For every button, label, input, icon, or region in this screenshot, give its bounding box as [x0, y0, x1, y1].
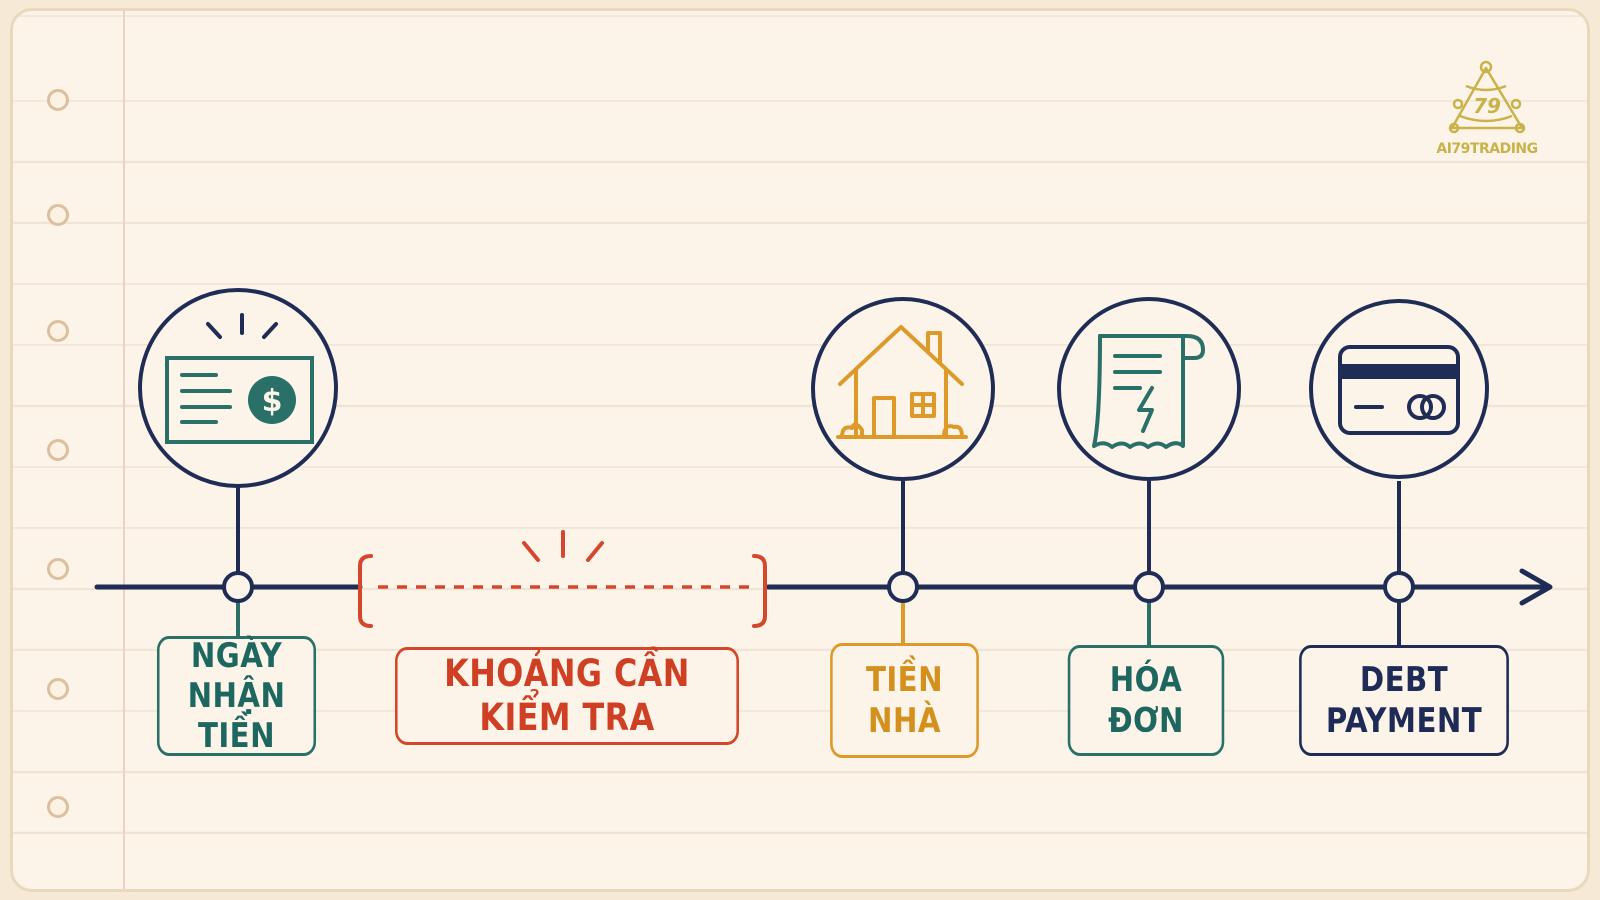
label-rent-line-1: TIỀN [866, 660, 943, 701]
brand-logo: 79 [1448, 60, 1526, 134]
binder-hole [47, 678, 69, 700]
event-bills-marker [1057, 297, 1241, 645]
label-bills-text: HÓA ĐƠN [1108, 660, 1184, 741]
timeline-axis [94, 568, 1553, 606]
svg-text:$: $ [262, 384, 283, 419]
label-bills: HÓA ĐƠN [1067, 645, 1225, 756]
event-rent-marker [811, 297, 995, 643]
label-payday-line-2: NHẬN TIỀN [187, 675, 286, 757]
label-check-window: KHOẢNG CẦN KIỂM TRA [395, 647, 739, 745]
label-payday: NGÀY NHẬN TIỀN [156, 635, 317, 757]
binder-hole [47, 89, 69, 111]
brand-logo-text: AI79TRADING [1436, 141, 1538, 157]
label-payday-line-1: NGÀY [190, 635, 283, 676]
house-icon [836, 325, 968, 439]
event-payday-marker: $ [138, 288, 338, 636]
label-rent-line-2: NHÀ [868, 700, 941, 741]
margin-line [123, 11, 125, 889]
credit-card-icon [1338, 345, 1460, 435]
money-bill-icon: $ [165, 313, 314, 444]
binder-hole [47, 796, 69, 818]
label-debt: DEBT PAYMENT [1299, 645, 1509, 756]
event-debt-marker [1309, 299, 1489, 645]
label-check-window-text: KHOẢNG CẦN KIỂM TRA [444, 652, 690, 739]
label-rent: TIỀN NHÀ [830, 643, 979, 758]
svg-text:79: 79 [1473, 94, 1501, 118]
label-debt-text: DEBT PAYMENT [1325, 660, 1483, 741]
binder-hole [47, 320, 69, 342]
alert-spark-icon [522, 530, 604, 562]
binder-hole [47, 204, 69, 226]
binder-hole [47, 558, 69, 580]
binder-hole [47, 439, 69, 461]
electric-bill-icon [1092, 334, 1205, 449]
check-window-bracket [358, 530, 767, 628]
arrow-head-icon [1519, 568, 1553, 606]
